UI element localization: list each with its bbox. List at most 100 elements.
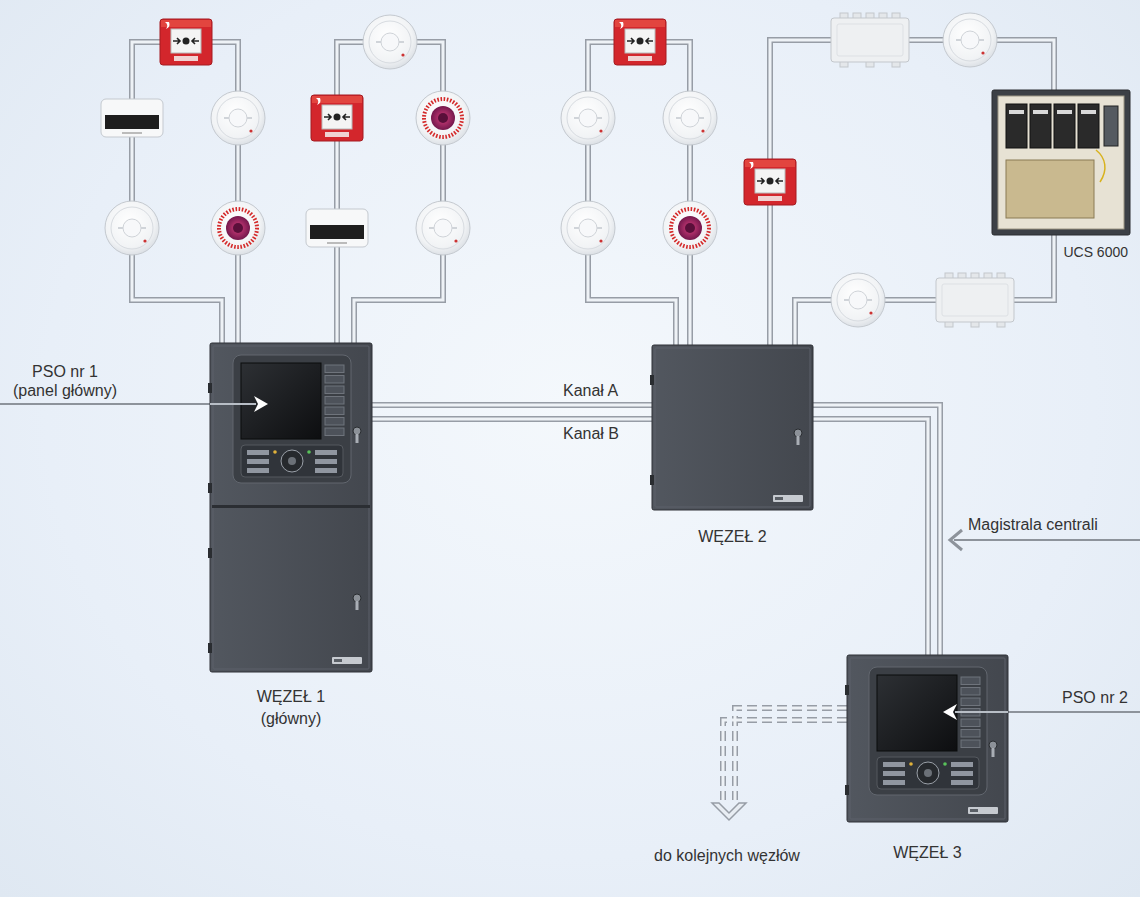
manual-call-point: [614, 19, 666, 65]
panel-screen: [877, 675, 957, 751]
pointer-arrow: [254, 396, 268, 412]
panel-bezel: [233, 355, 351, 483]
ucs-housing: [992, 90, 1130, 235]
panel-cabinet: WĘZEŁ 1 (główny): [210, 343, 372, 672]
hinge: [208, 383, 212, 393]
logo-mark: [334, 659, 342, 662]
panel-button: [325, 365, 344, 373]
cable-outer: [372, 402, 652, 408]
node-label: UCS 6000: [1063, 241, 1128, 263]
status-led: [909, 762, 913, 766]
panel-button: [325, 386, 344, 394]
leader-line: [955, 711, 1008, 713]
hinge: [650, 375, 654, 385]
cabinet-graphic: [652, 345, 813, 510]
panel-screen: [241, 363, 321, 439]
logo-plate: [332, 657, 362, 664]
node-label: WĘZEŁ 1 (główny): [246, 686, 336, 730]
manual-call-point: [160, 19, 212, 65]
panel-cabinet: WĘZEŁ 3: [847, 655, 1008, 822]
callout-label: Magistrala centrali: [968, 515, 1098, 534]
hinge: [845, 785, 849, 795]
panel-button: [961, 677, 980, 685]
control-unit: UCS 6000: [992, 90, 1130, 235]
manual-call-point: [744, 159, 796, 205]
node-label: WĘZEŁ 2: [663, 526, 803, 548]
door-key: [356, 601, 359, 610]
status-led: [273, 450, 277, 454]
loop-cable: [588, 42, 690, 345]
status-led: [943, 762, 947, 766]
leader-line: [1008, 711, 1140, 713]
door-lock: [353, 594, 361, 602]
loop-cable: [132, 42, 238, 343]
panel-button: [325, 376, 344, 384]
hinge: [208, 643, 212, 653]
cable-outer: [795, 235, 1054, 345]
ucs-module-label: [1057, 110, 1072, 114]
node-caption: WĘZEŁ 3: [858, 842, 998, 864]
smoke-detector: [943, 13, 997, 67]
door-split: [212, 505, 370, 508]
panel-button: [961, 698, 980, 706]
control-key: [247, 459, 269, 464]
node-caption: WĘZEŁ 1 (główny): [246, 686, 336, 730]
door-key: [356, 434, 359, 443]
node-label: WĘZEŁ 3: [858, 842, 998, 864]
callout-label: PSO nr 1 (panel główny): [10, 362, 120, 400]
pointer-arrow: [943, 704, 957, 720]
cable-outer: [813, 419, 928, 655]
bus-cable: [372, 405, 652, 406]
cabinet-graphic: [847, 655, 1008, 822]
cabinet-body: [847, 655, 1008, 822]
smoke-detector: [663, 91, 717, 145]
callout-label: PSO nr 2: [1062, 688, 1128, 707]
cabinet-body: [210, 343, 372, 672]
door-key: [797, 436, 800, 445]
left-chevron: [950, 530, 962, 550]
smoke-detector: [363, 15, 417, 69]
panel-button: [961, 719, 980, 727]
control-key: [315, 459, 337, 464]
node-caption: WĘZEŁ 2: [663, 526, 803, 548]
beam-detector: [101, 99, 163, 137]
ucs-module: [1054, 104, 1075, 148]
sounder: [663, 201, 717, 255]
door-lock: [989, 741, 997, 749]
control-strip: [241, 445, 343, 477]
channel-label: Kanał A: [563, 381, 618, 400]
cable-inner: [372, 404, 652, 407]
cable-inner: [372, 418, 652, 421]
channel-label: Kanał B: [563, 424, 619, 443]
ucs-module: [1006, 104, 1027, 148]
smoke-detector: [105, 201, 159, 255]
dashed-bus: [723, 708, 847, 800]
nav-center: [288, 457, 296, 465]
control-key: [883, 762, 905, 767]
control-key: [315, 468, 337, 473]
smoke-detector: [561, 91, 615, 145]
loop-cable: [337, 42, 443, 343]
leader-line: [0, 403, 210, 405]
panel-button: [325, 428, 344, 436]
status-led: [307, 450, 311, 454]
hinge: [650, 475, 654, 485]
hinge: [208, 483, 212, 493]
logo-mark: [970, 809, 978, 812]
panel-button: [961, 688, 980, 696]
bus-cable: [813, 405, 940, 655]
loop-cable: [132, 42, 690, 345]
bus-cable: [813, 419, 928, 655]
nav-wheel: [281, 450, 303, 472]
sounder: [416, 91, 470, 145]
control-key: [951, 762, 973, 767]
loop-cable: [132, 42, 690, 345]
terminal-strip: [1104, 106, 1118, 146]
loop-cable: [132, 42, 238, 343]
bus-cable: [795, 235, 1054, 345]
junction-box: [936, 273, 1014, 327]
sounder: [211, 201, 265, 255]
logo-mark: [775, 497, 783, 500]
panel-button: [325, 418, 344, 426]
